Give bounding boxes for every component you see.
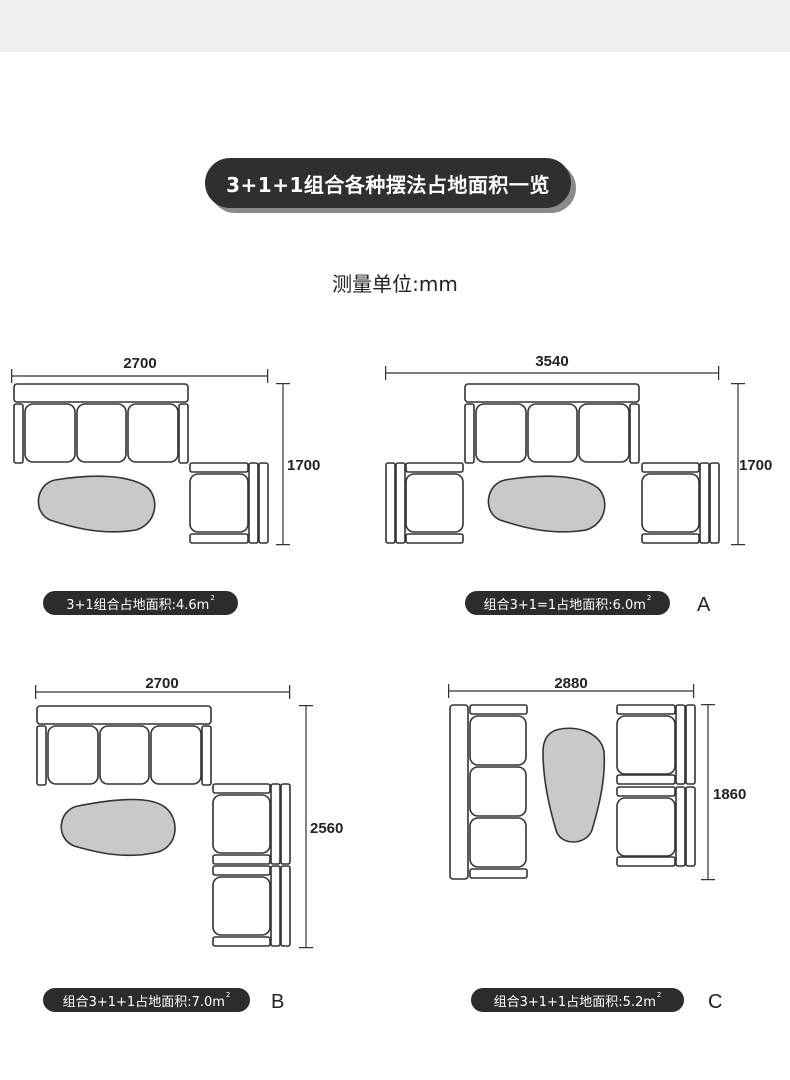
top-banner	[0, 0, 790, 52]
unit-label: 测量单位:mm	[332, 272, 458, 296]
layout-letter-b: B	[271, 991, 285, 1013]
layout-b-plan	[34, 684, 314, 949]
dim-height-a: 1700	[739, 457, 772, 474]
layout-topleft-plan	[10, 368, 291, 546]
dim-width-topleft: 2700	[123, 355, 156, 372]
dim-width-c: 2880	[554, 675, 587, 692]
dim-height-b: 2560	[310, 820, 343, 837]
dim-height-c: 1860	[713, 786, 746, 803]
layout-c-plan	[447, 683, 716, 881]
dim-width-b: 2700	[145, 675, 178, 692]
page-title: 3+1+1组合各种摆法占地面积一览	[205, 158, 571, 208]
dim-width-a: 3540	[535, 353, 568, 370]
layout-letter-c: C	[708, 991, 723, 1013]
layout-letter-a: A	[697, 594, 711, 616]
layout-a-plan	[384, 365, 746, 546]
dim-height-topleft: 1700	[287, 457, 320, 474]
